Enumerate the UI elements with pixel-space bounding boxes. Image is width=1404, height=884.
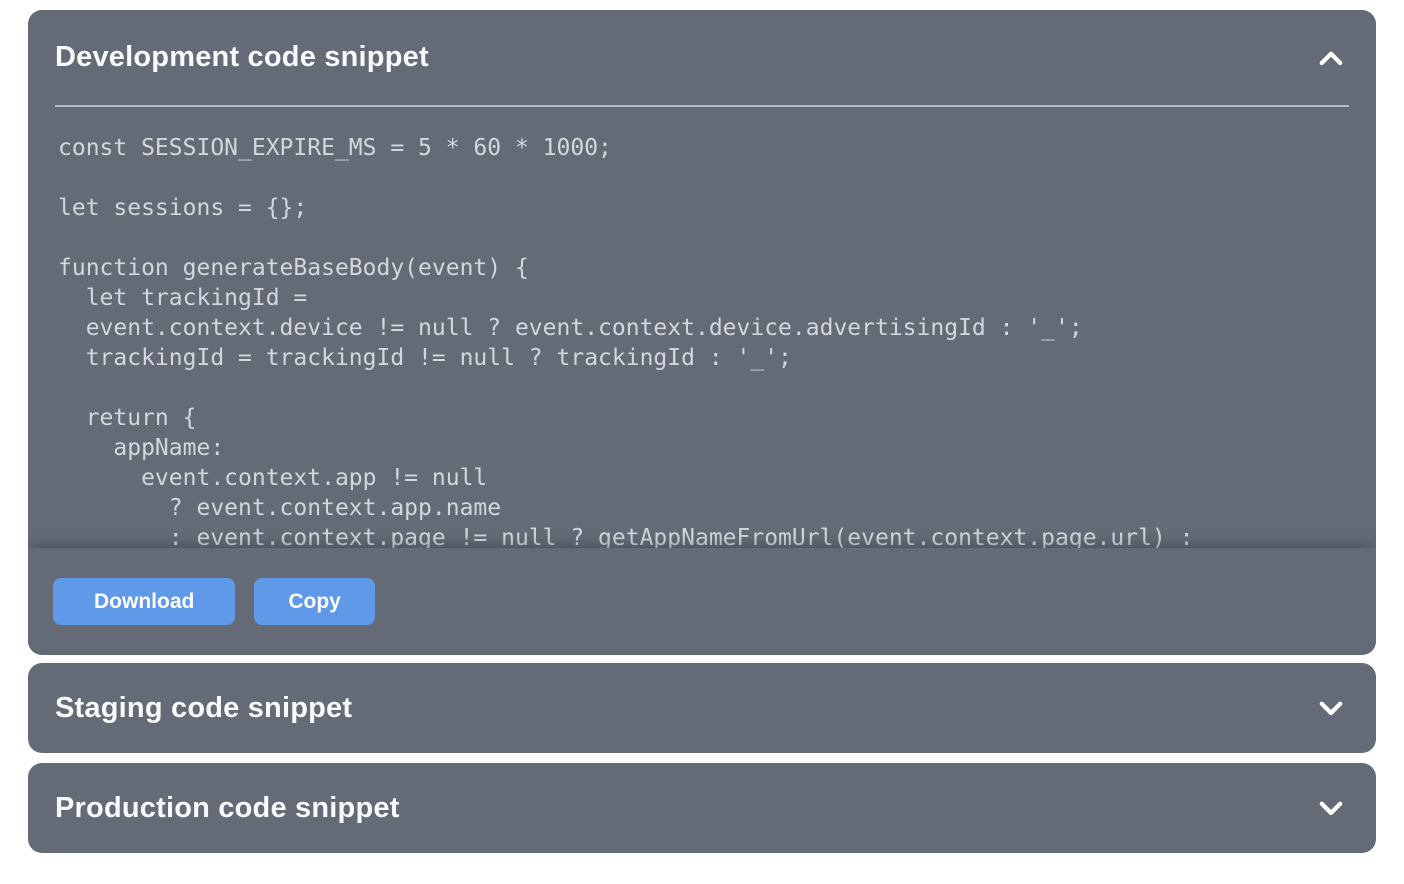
panel-staging[interactable]: Staging code snippet	[28, 663, 1376, 753]
chevron-down-icon[interactable]	[1313, 690, 1349, 726]
chevron-up-icon[interactable]	[1313, 40, 1349, 76]
panel-staging-title: Staging code snippet	[55, 691, 353, 724]
panel-staging-header[interactable]: Staging code snippet	[28, 663, 1376, 753]
panel-production-title: Production code snippet	[55, 791, 400, 824]
panel-production-header[interactable]: Production code snippet	[28, 763, 1376, 853]
download-button[interactable]: Download	[53, 578, 236, 625]
panel-development: Development code snippet const SESSION_E…	[28, 10, 1376, 655]
code-block[interactable]: const SESSION_EXPIRE_MS = 5 * 60 * 1000;…	[58, 135, 1194, 548]
panel-development-title: Development code snippet	[55, 41, 429, 73]
panel-development-footer: Download Copy	[28, 548, 1376, 655]
copy-button[interactable]: Copy	[254, 578, 375, 625]
panel-production[interactable]: Production code snippet	[28, 763, 1376, 853]
chevron-down-icon[interactable]	[1313, 790, 1349, 826]
header-divider	[55, 105, 1349, 107]
panel-development-header[interactable]: Development code snippet	[28, 10, 1376, 105]
snippet-accordion: Development code snippet const SESSION_E…	[28, 10, 1376, 853]
